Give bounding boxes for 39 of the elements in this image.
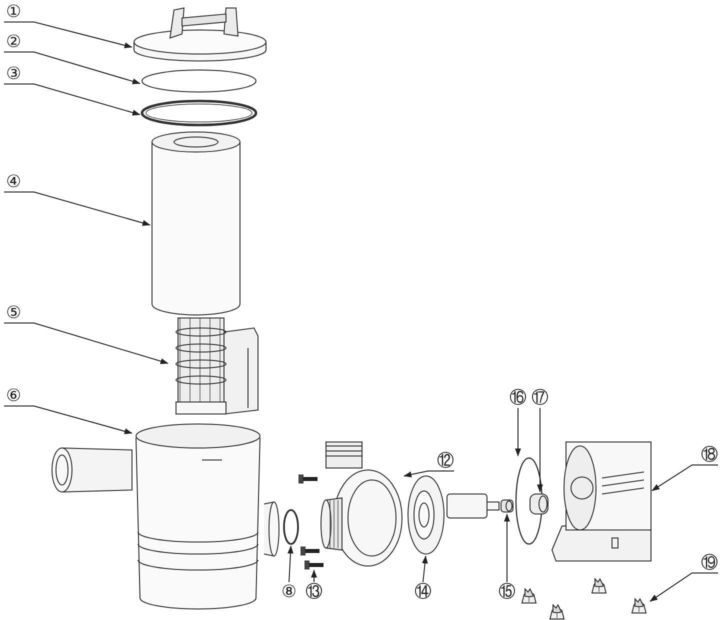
- screw-drawing: [304, 560, 324, 570]
- o-ring-drawing: [282, 508, 300, 546]
- leader-line: [4, 52, 140, 84]
- callout-number: ⑤: [4, 303, 36, 323]
- callout-number: ⑰: [530, 388, 550, 408]
- gasket-ring-drawing: [140, 68, 258, 94]
- leader-line: [4, 322, 168, 364]
- callout-number: ⑬: [304, 582, 324, 602]
- callout-number: ⑮: [497, 582, 517, 602]
- callout-number: ①: [4, 2, 36, 22]
- callout-number: ⑯: [508, 388, 528, 408]
- o-ring-drawing: [140, 99, 258, 127]
- leader-line: [422, 556, 428, 582]
- callout-number: ②: [4, 32, 36, 52]
- leader-line: [650, 572, 718, 602]
- callout-number: ⑲: [692, 553, 718, 573]
- leader-line: [288, 546, 294, 582]
- leader-line: [652, 464, 718, 492]
- callout-number: ⑥: [4, 386, 36, 406]
- leader-line: [515, 408, 521, 456]
- callout-number: ⑧: [279, 582, 299, 602]
- filter-cartridge-drawing: [150, 130, 242, 318]
- callout-number: ⑭: [413, 582, 433, 602]
- o-ring-drawing: [514, 456, 544, 546]
- leader-line: [4, 192, 150, 226]
- bushing-drawing: [500, 498, 514, 514]
- leader-line: [311, 570, 317, 582]
- impeller-cover-drawing: [406, 474, 446, 556]
- callout-number: ④: [4, 172, 36, 192]
- leader-line: [504, 514, 510, 582]
- callout-number: ⑫: [428, 451, 454, 471]
- leader-line: [4, 22, 132, 48]
- leader-line: [537, 408, 543, 492]
- callout-number: ⑱: [692, 445, 718, 465]
- leader-line: [404, 470, 454, 478]
- seal-drawing: [528, 492, 550, 516]
- leader-line: [4, 406, 132, 434]
- callout-number: ③: [4, 64, 36, 84]
- leader-line: [4, 84, 140, 116]
